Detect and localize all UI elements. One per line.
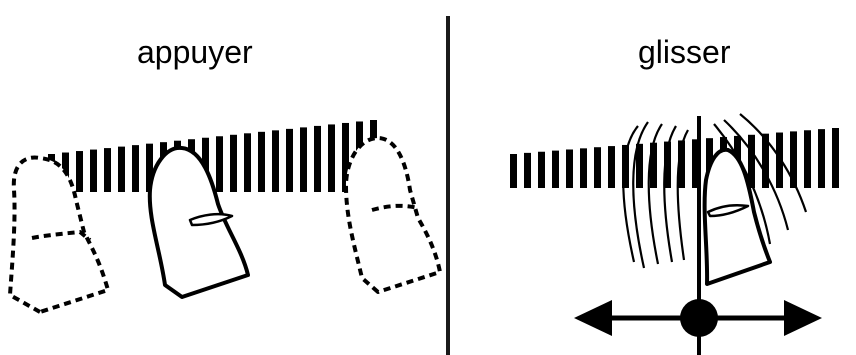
strip-bar xyxy=(230,135,237,192)
strip-bar xyxy=(216,136,223,192)
strip-bar xyxy=(818,129,825,188)
slide-panel: glisser xyxy=(452,0,856,355)
strip-bar xyxy=(608,146,615,188)
left-right-arrow-icon xyxy=(574,299,822,337)
strip-bar xyxy=(300,127,307,192)
strip-bar xyxy=(524,153,531,188)
strip-bar xyxy=(328,124,335,192)
strip-bar xyxy=(510,154,517,188)
strip-bar xyxy=(244,133,251,192)
strip-bar xyxy=(286,129,293,192)
ghost-finger-right xyxy=(346,138,440,292)
slide-strip xyxy=(510,128,839,188)
slide-illustration xyxy=(452,0,856,355)
strip-bar xyxy=(314,126,321,192)
strip-bar xyxy=(804,130,811,188)
strip-bar xyxy=(118,147,125,192)
strip-bar xyxy=(832,128,839,188)
strip-bar xyxy=(580,148,587,188)
tap-illustration xyxy=(0,0,448,355)
strip-bar xyxy=(552,151,559,188)
strip-bar xyxy=(594,147,601,188)
finger-icon xyxy=(705,150,770,284)
strip-bar xyxy=(258,132,265,192)
tap-panel: appuyer xyxy=(0,0,448,355)
strip-bar xyxy=(76,151,83,192)
strip-bar xyxy=(566,149,573,188)
strip-bar xyxy=(272,130,279,192)
strip-bar xyxy=(538,152,545,188)
panel-divider xyxy=(446,16,450,355)
strip-bar xyxy=(104,148,111,192)
strip-bar xyxy=(90,150,97,192)
strip-bar xyxy=(132,145,139,192)
